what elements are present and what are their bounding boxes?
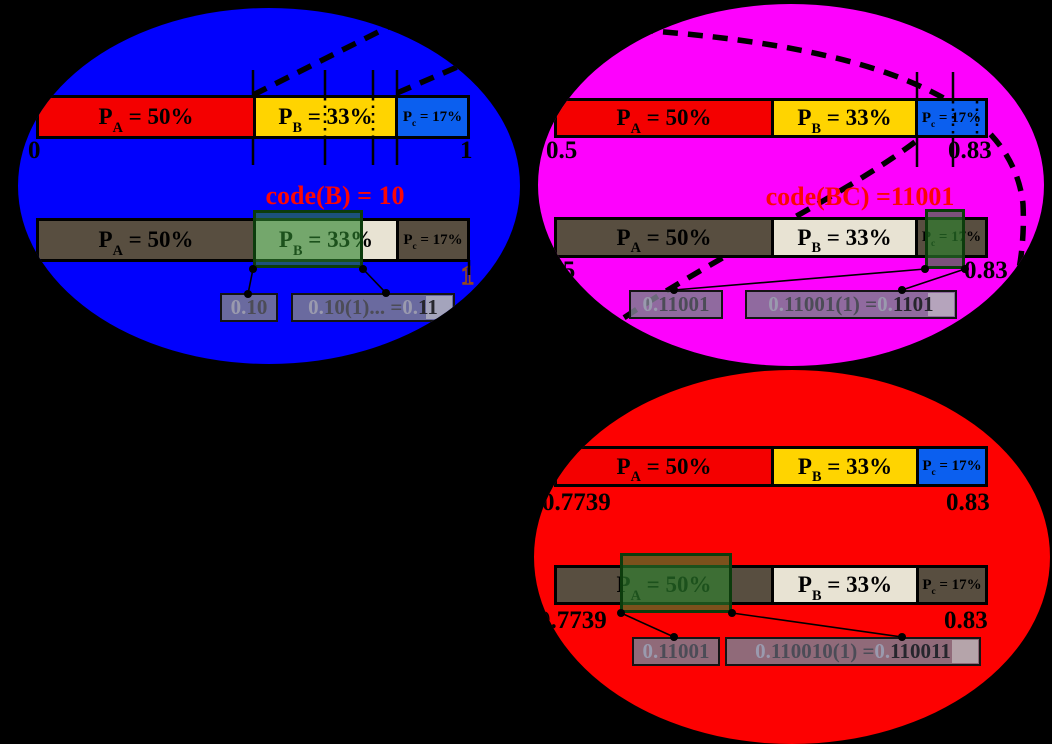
segment-pc-dim: Pc = 17% [396,221,467,259]
range-end-label-bottom: 0.83 [944,607,988,634]
segment-pa-dim: PA = 50% [39,221,253,259]
segment-pc-label: Pc = 17% [922,458,982,479]
probability-bar-bright: PA = 50% PB = 33% Pc = 17% [36,95,470,139]
code-annotation: code(B) = 10 [265,181,405,210]
code-rounding-box: 0.10(1)... = 0.11 [291,293,455,322]
code-value-box: 0.11001 [629,290,723,319]
segment-pb-dim: PB = 33% [771,568,916,604]
segment-pb-label: PB = 33% [797,224,892,257]
segment-pb-label: PB = 33% [797,453,893,486]
probability-bar-bright: PA = 50% PB = 33% Pc = 17% [554,446,988,487]
segment-pc: Pc = 17% [395,98,467,136]
panel-step3-ellipse: PA = 50% PB = 33% Pc = 17% 0.7739 0.83 P… [534,370,1050,744]
segment-pa-label: PA = 50% [616,453,712,486]
box-highlight-tail [426,296,452,319]
segment-pa-label: PA = 50% [616,105,712,137]
segment-pc-label: Pc = 17% [403,231,463,252]
segment-pb-label: PB = 33% [797,572,893,604]
range-end-label: 1 [460,137,473,164]
range-start-label: 0.5 [546,137,578,164]
segment-pb: PB = 33% [771,449,916,484]
code-annotation: code(BC) =11001 [765,182,955,211]
probability-bar-dimmed: PA = 50% PB = 33% Pc = 17% [554,217,988,258]
segment-pa-label: PA = 50% [98,227,194,259]
segment-pb-label: PB = 33% [278,104,373,136]
segment-pc-label: Pc = 17% [402,108,463,129]
segment-pa: PA = 50% [39,98,253,136]
code-interval-highlight [620,553,732,613]
probability-bar-bright: PA = 50% PB = 33% Pc = 17% [554,98,988,138]
range-end-label: 0.83 [948,137,992,164]
segment-pc-label: Pc = 17% [921,109,982,130]
range-end-label-dim: 1 [460,260,475,291]
segment-pa-label: PA = 50% [616,224,712,257]
code-rounding-box: 0.11001(1) = 0.1101 [745,290,957,319]
code-value-box: 0.10 [220,293,278,322]
box-highlight-tail [952,640,978,663]
segment-pb: PB = 33% [253,98,395,136]
segment-pa: PA = 50% [557,101,771,137]
segment-pc: Pc = 17% [915,101,985,135]
segment-pa: PA = 50% [557,449,771,484]
zoom-dash-line [395,55,480,96]
range-start-label-bottom: 0.7739 [538,607,607,634]
range-start-label: 0 [28,137,41,164]
segment-pa-label: PA = 50% [98,104,194,136]
segment-pc: Pc = 17% [916,449,985,484]
panel-step1-ellipse: PA = 50% PB = 33% Pc = 17% 0 1 code(B) =… [18,8,520,364]
range-end-label: 0.83 [946,489,990,516]
segment-pa-dim: PA = 50% [557,220,771,255]
segment-pc-label: Pc = 17% [922,576,982,597]
code-rounding-box: 0.110010(1) = 0.110011 [725,637,981,666]
code-interval-highlight [925,209,965,269]
code-value-box: 0.11001 [632,637,720,666]
segment-pb-label: PB = 33% [797,105,892,137]
range-start-label-bottom: 0.5 [544,257,576,284]
code-interval-highlight [253,210,363,268]
segment-pb-dim: PB = 33% [771,220,915,255]
range-start-label: 0.7739 [542,489,611,516]
range-start-label-dim: 0 [25,260,40,291]
segment-pb: PB = 33% [771,101,915,137]
zoom-dash-line [251,23,392,98]
segment-pc-dim: Pc = 17% [916,568,985,602]
panel-step2-ellipse: PA = 50% PB = 33% Pc = 17% 0.5 0.83 code… [538,4,1044,366]
connector-lines-step3 [617,609,906,641]
range-end-label-bottom: 0.83 [964,257,1008,284]
